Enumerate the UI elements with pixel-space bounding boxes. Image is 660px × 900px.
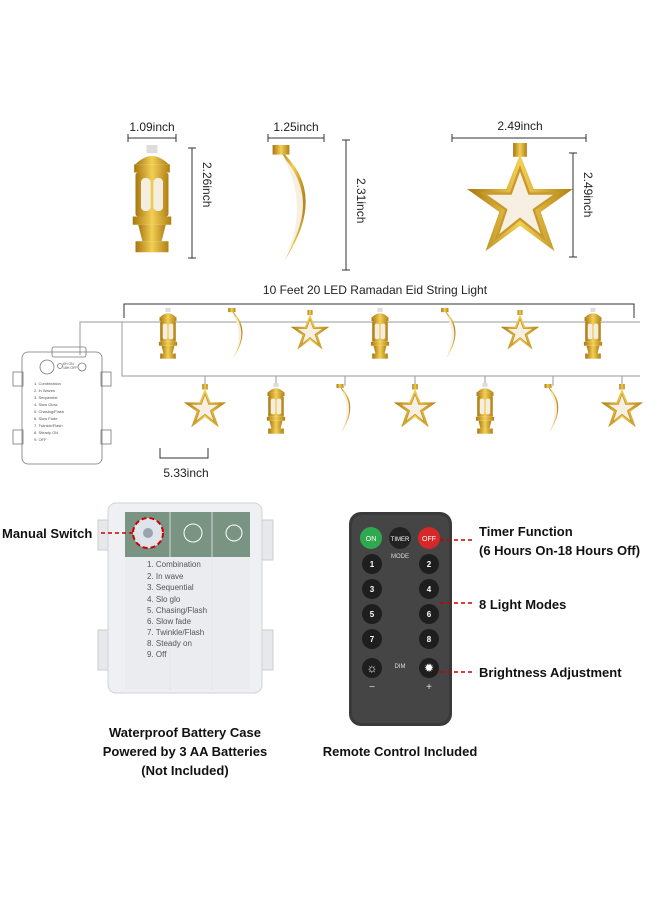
mini-star-icon	[600, 384, 644, 428]
star-width-label: 2.49inch	[497, 119, 542, 133]
diagram-mode: 7. Twinkle/Flash	[34, 423, 63, 428]
string-bottom-items	[183, 383, 644, 434]
mode-6-label: 6	[427, 610, 432, 619]
moon-width-label: 1.25inch	[273, 120, 318, 134]
mini-star-icon	[183, 384, 227, 428]
mode-7-label: 7	[370, 635, 375, 644]
diagram-timer-off: 18H OFF	[63, 366, 77, 370]
star-icon	[465, 143, 575, 253]
diagram-mode: 4. Slow Glow	[34, 402, 57, 407]
spacing-label: 5.33inch	[163, 466, 208, 480]
brightness-label: Brightness Adjustment	[479, 665, 622, 680]
off-label: OFF	[422, 536, 436, 543]
callout-lines	[440, 539, 474, 673]
moon-height-label: 2.31inch	[354, 178, 368, 223]
moon-icon	[272, 145, 306, 261]
mode-3-label: 3	[370, 585, 375, 594]
mode-4-label: 4	[427, 585, 432, 594]
mode-8-button[interactable]	[419, 629, 439, 649]
star-height-label: 2.49inch	[581, 172, 595, 217]
diagram-timer-on: 6H ON	[63, 362, 74, 366]
dim-label: DIM	[395, 664, 406, 670]
mini-lantern-icon	[370, 308, 390, 359]
sun-small-icon: ☼	[367, 661, 378, 675]
mini-moon-icon	[544, 384, 559, 432]
mini-lantern-icon	[158, 308, 178, 359]
mini-star-icon	[290, 310, 330, 350]
mini-star-icon	[500, 310, 540, 350]
mode-4-button[interactable]	[419, 579, 439, 599]
lantern-dimensions: 1.09inch 2.26inch	[127, 120, 214, 259]
spacing-bracket	[159, 448, 209, 459]
mini-lantern-icon	[266, 383, 286, 434]
diagram-mode: 1. Combination	[34, 381, 61, 386]
mode-2-label: 2	[427, 560, 432, 569]
battery-mode: 8. Steady on	[147, 639, 192, 648]
battery-mode: 3. Sequential	[147, 583, 194, 592]
lantern-width-label: 1.09inch	[129, 120, 174, 134]
plus-label: +	[426, 682, 432, 693]
on-label: ON	[366, 536, 377, 543]
manual-switch-label: Manual Switch	[2, 526, 92, 541]
remote-caption: Remote Control Included	[323, 744, 478, 759]
mini-lantern-icon	[475, 383, 495, 434]
string-top-row	[158, 308, 603, 359]
battery-box-diagram-text: 6H ON 18H OFF 1. Combination 2. In Waves…	[34, 362, 77, 442]
mode-1-button[interactable]	[362, 554, 382, 574]
timer-label: TIMER	[391, 537, 410, 543]
mode-1-label: 1	[370, 560, 375, 569]
string-title: 10 Feet 20 LED Ramadan Eid String Light	[263, 283, 488, 297]
mode-3-button[interactable]	[362, 579, 382, 599]
mini-moon-icon	[336, 384, 351, 432]
mode-5-label: 5	[370, 610, 375, 619]
diagram-mode: 9. OFF	[34, 437, 47, 442]
remote-off-button[interactable]: OFF	[418, 527, 440, 549]
battery-caption-1: Waterproof Battery Case	[109, 725, 261, 740]
battery-mode: 9. Off	[147, 650, 167, 659]
remote-control: ON TIMER OFF MODE 1 2 3 4 5 6 7 8 ☼ ✹ DI…	[349, 512, 452, 726]
mode-2-button[interactable]	[419, 554, 439, 574]
diagram-mode: 6. Slow Fade	[34, 416, 58, 421]
minus-label: −	[369, 682, 375, 693]
sun-large-icon: ✹	[424, 661, 434, 675]
mode-5-button[interactable]	[362, 604, 382, 624]
mode-7-button[interactable]	[362, 629, 382, 649]
dim-plus-button[interactable]	[419, 658, 439, 678]
star-dimensions: 2.49inch 2.49inch	[451, 119, 595, 258]
diagram-mode: 3. Sequential	[34, 395, 57, 400]
light-modes-label: 8 Light Modes	[479, 597, 566, 612]
diagram-mode: 8. Steady ON	[34, 430, 58, 435]
string-wires	[79, 321, 640, 377]
battery-mode: 7. Twinkle/Flash	[147, 628, 204, 637]
battery-mode: 5. Chasing/Flash	[147, 606, 207, 615]
battery-mode: 1. Combination	[147, 560, 201, 569]
mode-label: MODE	[391, 554, 409, 560]
remote-timer-button[interactable]: TIMER	[389, 527, 411, 549]
timer-function-title: Timer Function	[479, 524, 573, 539]
mini-moon-icon	[228, 308, 243, 358]
mini-moon-icon	[441, 308, 456, 358]
battery-mode-list: 1. Combination 2. In wave 3. Sequential …	[147, 560, 207, 659]
lantern-icon	[132, 145, 172, 253]
battery-caption-2: Powered by 3 AA Batteries	[103, 744, 267, 759]
mini-lantern-icon	[583, 308, 603, 359]
mode-8-label: 8	[427, 635, 432, 644]
remote-on-button[interactable]: ON	[360, 527, 382, 549]
battery-case	[97, 502, 274, 694]
moon-dimensions: 1.25inch 2.31inch	[267, 120, 368, 271]
battery-mode: 6. Slow fade	[147, 617, 192, 626]
battery-mode: 2. In wave	[147, 572, 184, 581]
diagram-mode: 5. Chasing/Flash	[34, 409, 64, 414]
battery-box-diagram	[12, 346, 112, 465]
lantern-height-label: 2.26inch	[200, 162, 214, 207]
battery-mode: 4. Slo glo	[147, 595, 181, 604]
timer-function-detail: (6 Hours On-18 Hours Off)	[479, 543, 640, 558]
dim-minus-button[interactable]	[362, 658, 382, 678]
diagram-mode: 2. In Waves	[34, 388, 55, 393]
battery-caption-3: (Not Included)	[141, 763, 228, 778]
length-bracket	[123, 303, 635, 318]
mode-6-button[interactable]	[419, 604, 439, 624]
mini-star-icon	[393, 384, 437, 428]
